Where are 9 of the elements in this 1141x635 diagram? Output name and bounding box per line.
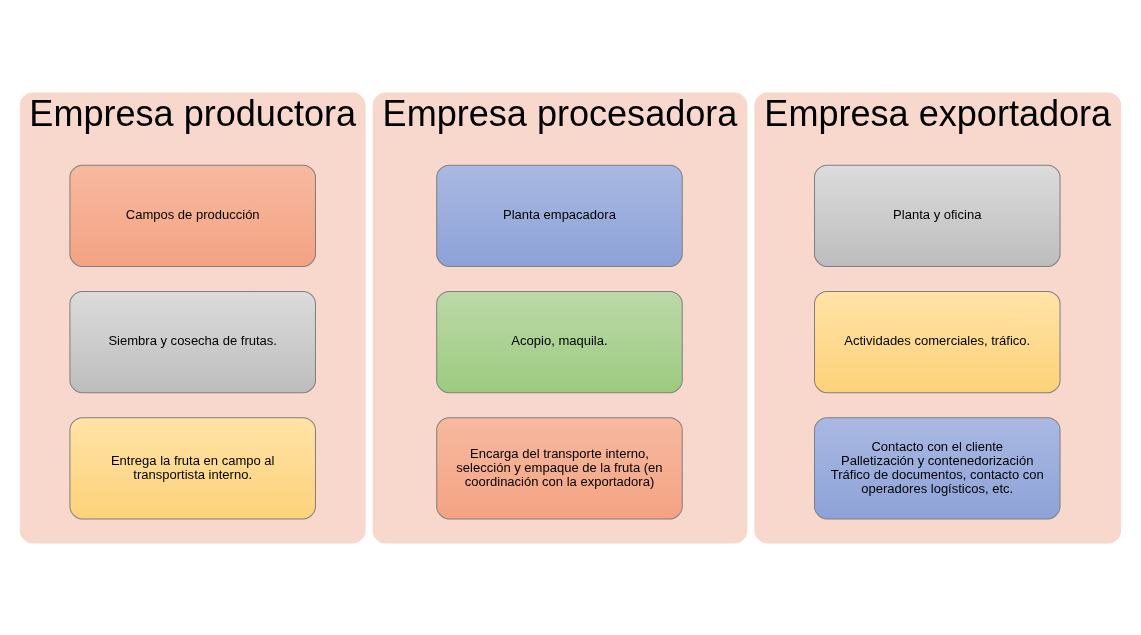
node-box: Acopio, maquila. [436, 290, 683, 393]
node-box: Entrega la fruta en campo al transportista interno. [69, 416, 316, 519]
node-box: Contacto con el cliente Palletización y contenedorización Tráfico de documentos, contacto con operadores logísticos, etc. [814, 416, 1061, 519]
node-box: Planta y oficina [814, 164, 1061, 267]
node-box: Planta empacadora [436, 164, 683, 267]
node-box: Encarga del transporte interno, selección y empaque de la fruta (en coordinación con la exportadora) [436, 416, 683, 519]
node-box: Actividades comerciales, tráfico. [814, 290, 1061, 393]
node-box: Siembra y cosecha de frutas. [69, 290, 316, 393]
node-box: Campos de producción [69, 164, 316, 267]
